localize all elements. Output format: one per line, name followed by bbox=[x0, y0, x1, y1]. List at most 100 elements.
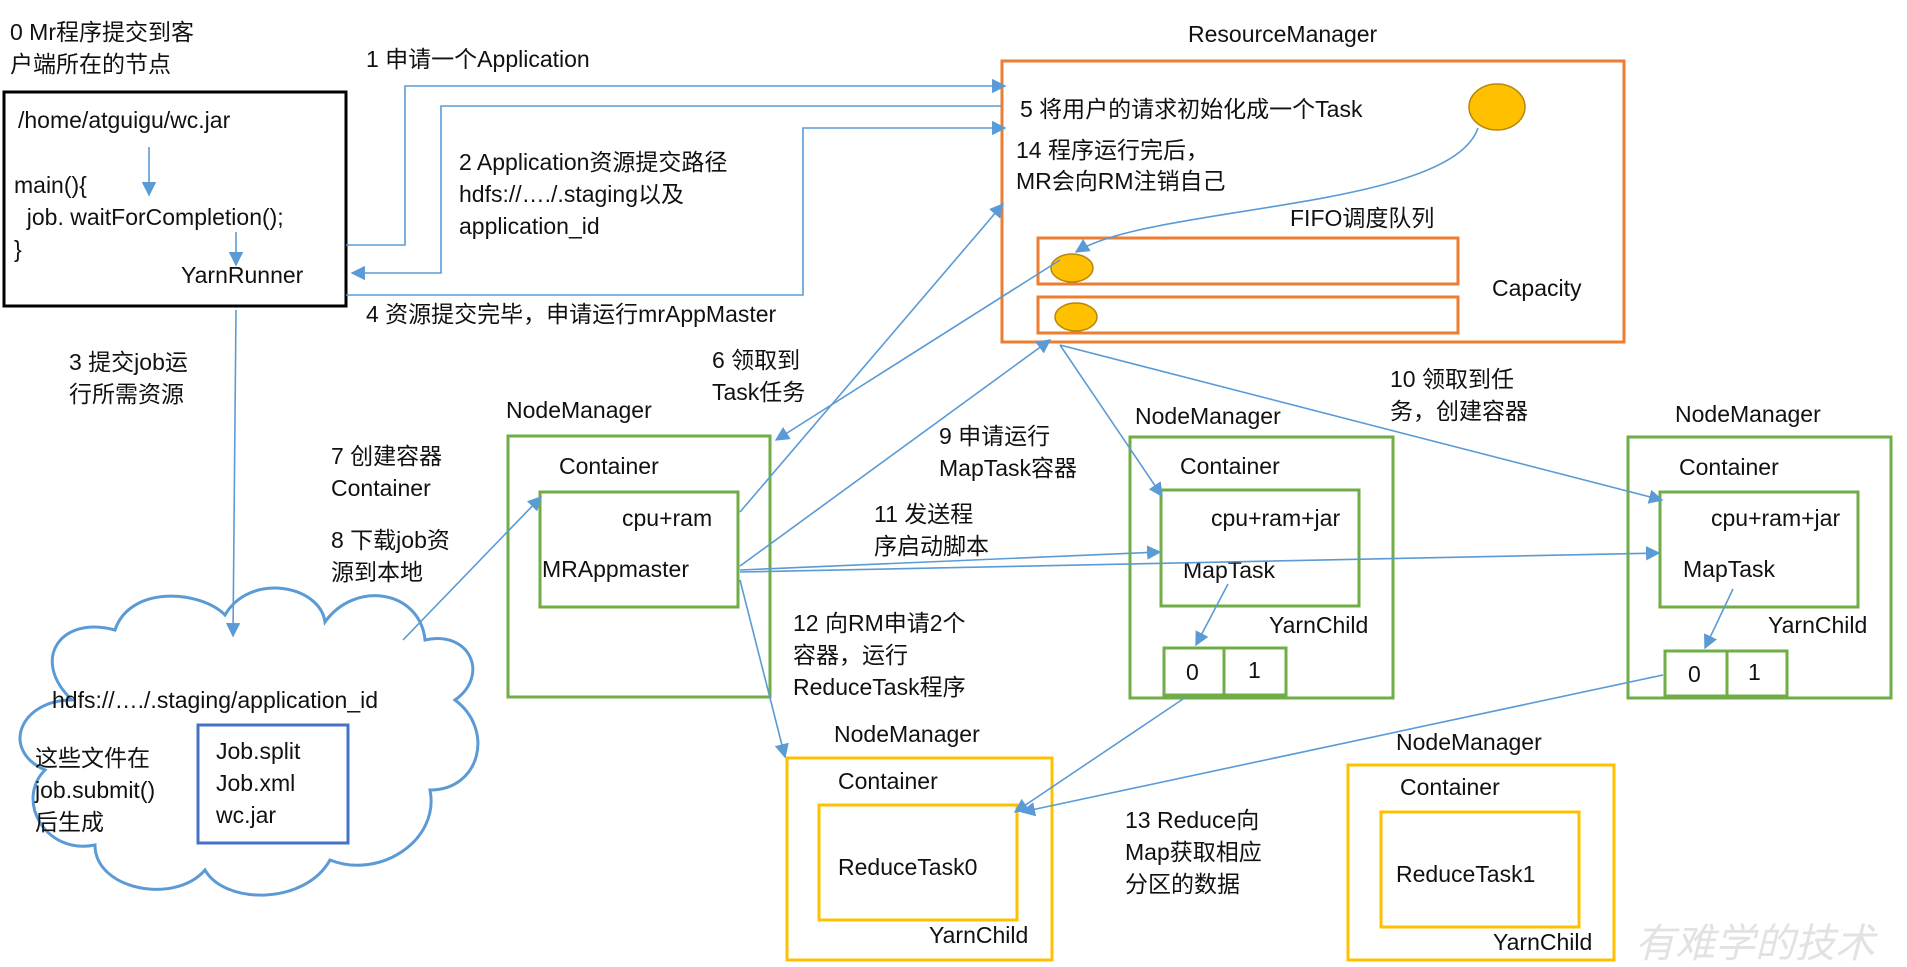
client-box bbox=[2, 90, 348, 308]
yarnchild-label: YarnChild bbox=[1768, 612, 1867, 638]
hdfs-note-line-3: 后生成 bbox=[35, 809, 104, 835]
watermark: 有难学的技术 bbox=[1635, 921, 1878, 967]
arrow-step-8-download bbox=[402, 495, 542, 641]
container-resources-label: cpu+ram+jar bbox=[1211, 505, 1340, 531]
step-2-label-line-1: 2 Application资源提交路径 bbox=[459, 149, 727, 175]
step-7-label-line-1: 7 创建容器 bbox=[331, 443, 442, 469]
arrow-rm-to-map-node-2 bbox=[1059, 344, 1664, 504]
maptask-label: MapTask bbox=[1683, 556, 1776, 582]
yarnchild-label: YarnChild bbox=[1493, 929, 1592, 955]
partition-1-box bbox=[1725, 649, 1789, 698]
client-code-line-1: main(){ bbox=[14, 172, 87, 198]
hdfs-staging-path: hdfs://…./.staging/application_id bbox=[52, 687, 378, 713]
container-resources-label: cpu+ram bbox=[622, 505, 712, 531]
nodemanager-box bbox=[1626, 435, 1893, 700]
nodemanager-reduce-2: NodeManager Container ReduceTask1 YarnCh… bbox=[1346, 729, 1616, 962]
task-to-queue-arrow bbox=[1074, 127, 1479, 253]
client-node: 0 Mr程序提交到客 户端所在的节点 /home/atguigu/wc.jar … bbox=[2, 19, 348, 308]
arrow-step-4-submit-done bbox=[346, 120, 1007, 296]
nodemanager-appmaster: NodeManager Container cpu+ram MRAppmaste… bbox=[506, 397, 772, 699]
arrow-rm-to-map-node-1 bbox=[1059, 344, 1163, 498]
client-caption-line-2: 户端所在的节点 bbox=[10, 51, 171, 77]
arrow-step-12-request-reduce bbox=[739, 579, 789, 759]
rm-task-circle bbox=[1468, 83, 1526, 131]
client-jar-path: /home/atguigu/wc.jar bbox=[18, 107, 231, 133]
container-label: Container bbox=[1679, 454, 1779, 480]
nodemanager-title: NodeManager bbox=[1675, 401, 1821, 427]
step-4-label: 4 资源提交完毕，申请运行mrAppMaster bbox=[366, 301, 777, 327]
step-8-label-line-2: 源到本地 bbox=[331, 559, 423, 585]
resource-manager: ResourceManager 5 将用户的请求初始化成一个Task 14 程序… bbox=[1000, 21, 1626, 344]
arrow-step-11-start-map-1 bbox=[739, 545, 1162, 571]
nodemanager-box bbox=[1346, 763, 1616, 962]
hdfs-cloud: hdfs://…./.staging/application_id 这些文件在 … bbox=[18, 586, 480, 897]
rm-finish-note-line-1: 14 程序运行完后， bbox=[1016, 137, 1209, 163]
arrow-rm-to-am-step-6 bbox=[774, 259, 1061, 441]
partition-1-box bbox=[1222, 646, 1288, 697]
step-2-label-line-3: application_id bbox=[459, 213, 600, 239]
reducetask-label: ReduceTask1 bbox=[1396, 861, 1535, 887]
client-code-line-3: } bbox=[14, 236, 22, 262]
arrow-step-11-start-map-2 bbox=[739, 546, 1661, 573]
step-1-label: 1 申请一个Application bbox=[366, 46, 590, 72]
resourcemanager-title: ResourceManager bbox=[1188, 21, 1378, 47]
step-11-label-line-1: 11 发送程 bbox=[874, 501, 973, 527]
rm-init-task-label: 5 将用户的请求初始化成一个Task bbox=[1020, 96, 1363, 122]
container-resources-label: cpu+ram+jar bbox=[1711, 505, 1840, 531]
arrow-am-to-rm-step-9b bbox=[739, 339, 1052, 567]
step-3-label-line-1: 3 提交job运 bbox=[69, 349, 188, 375]
step-8-label-line-1: 8 下载job资 bbox=[331, 527, 450, 553]
hdfs-note-line-1: 这些文件在 bbox=[35, 745, 150, 771]
job-file-jar: wc.jar bbox=[215, 802, 276, 828]
resourcemanager-box bbox=[1000, 59, 1626, 344]
nodemanager-reduce-1: NodeManager Container ReduceTask0 YarnCh… bbox=[785, 721, 1054, 962]
hdfs-note-line-2: job.submit() bbox=[34, 777, 155, 803]
step-12-label-line-1: 12 向RM申请2个 bbox=[793, 610, 966, 636]
container-label: Container bbox=[1400, 774, 1500, 800]
container-box bbox=[817, 803, 1019, 922]
nodemanager-box bbox=[506, 434, 772, 699]
container-box bbox=[1379, 810, 1581, 929]
job-file-xml: Job.xml bbox=[216, 770, 295, 796]
arrow-rm-to-client-step-2 bbox=[350, 105, 1002, 281]
container-box bbox=[538, 490, 740, 609]
arrow-step-1-apply-application bbox=[346, 78, 1007, 246]
partition-1-label: 1 bbox=[1748, 659, 1761, 685]
nodemanager-box bbox=[785, 756, 1054, 962]
step-13-label-line-3: 分区的数据 bbox=[1125, 871, 1240, 897]
nodemanager-title: NodeManager bbox=[834, 721, 980, 747]
client-caption-line-1: 0 Mr程序提交到客 bbox=[10, 19, 194, 45]
step-12-label-line-2: 容器，运行 bbox=[793, 642, 908, 668]
queued-task-circle-1 bbox=[1050, 253, 1094, 283]
step-10-label-line-1: 10 领取到任 bbox=[1390, 366, 1514, 392]
rm-finish-note-line-2: MR会向RM注销自己 bbox=[1016, 168, 1226, 194]
arrow-step-3-upload-resources bbox=[225, 309, 241, 638]
container-label: Container bbox=[838, 768, 938, 794]
step-13-label-line-1: 13 Reduce向 bbox=[1125, 807, 1259, 833]
fifo-queue-slot-1 bbox=[1036, 236, 1460, 286]
step-11-label-line-2: 序启动脚本 bbox=[874, 533, 989, 559]
step-2-label-line-2: hdfs://…./.staging以及 bbox=[459, 181, 684, 207]
queued-task-circle-2 bbox=[1054, 302, 1098, 332]
step-9-label-line-1: 9 申请运行 bbox=[939, 423, 1050, 449]
mrappmaster-label: MRAppmaster bbox=[542, 556, 689, 582]
yarnchild-label: YarnChild bbox=[1269, 612, 1368, 638]
nodemanager-title: NodeManager bbox=[506, 397, 652, 423]
step-3-label-line-2: 行所需资源 bbox=[69, 381, 184, 407]
yarn-runner-label: YarnRunner bbox=[181, 262, 304, 288]
step-13-label-line-2: Map获取相应 bbox=[1125, 839, 1262, 865]
step-12-label-line-3: ReduceTask程序 bbox=[793, 674, 966, 700]
partition-0-label: 0 bbox=[1186, 659, 1199, 685]
container-label: Container bbox=[559, 453, 659, 479]
flow-arrows bbox=[225, 78, 1664, 817]
container-label: Container bbox=[1180, 453, 1280, 479]
step-6-label-line-2: Task任务 bbox=[712, 379, 805, 405]
capacity-label: Capacity bbox=[1492, 275, 1582, 301]
partition-1-label: 1 bbox=[1248, 657, 1261, 683]
nodemanager-map-2: NodeManager Container cpu+ram+jar MapTas… bbox=[1626, 401, 1893, 700]
reducetask-label: ReduceTask0 bbox=[838, 854, 977, 880]
step-10-label-line-2: 务，创建容器 bbox=[1390, 398, 1528, 424]
nodemanager-box bbox=[1128, 435, 1395, 700]
maptask-to-partition-arrow bbox=[1704, 588, 1734, 650]
